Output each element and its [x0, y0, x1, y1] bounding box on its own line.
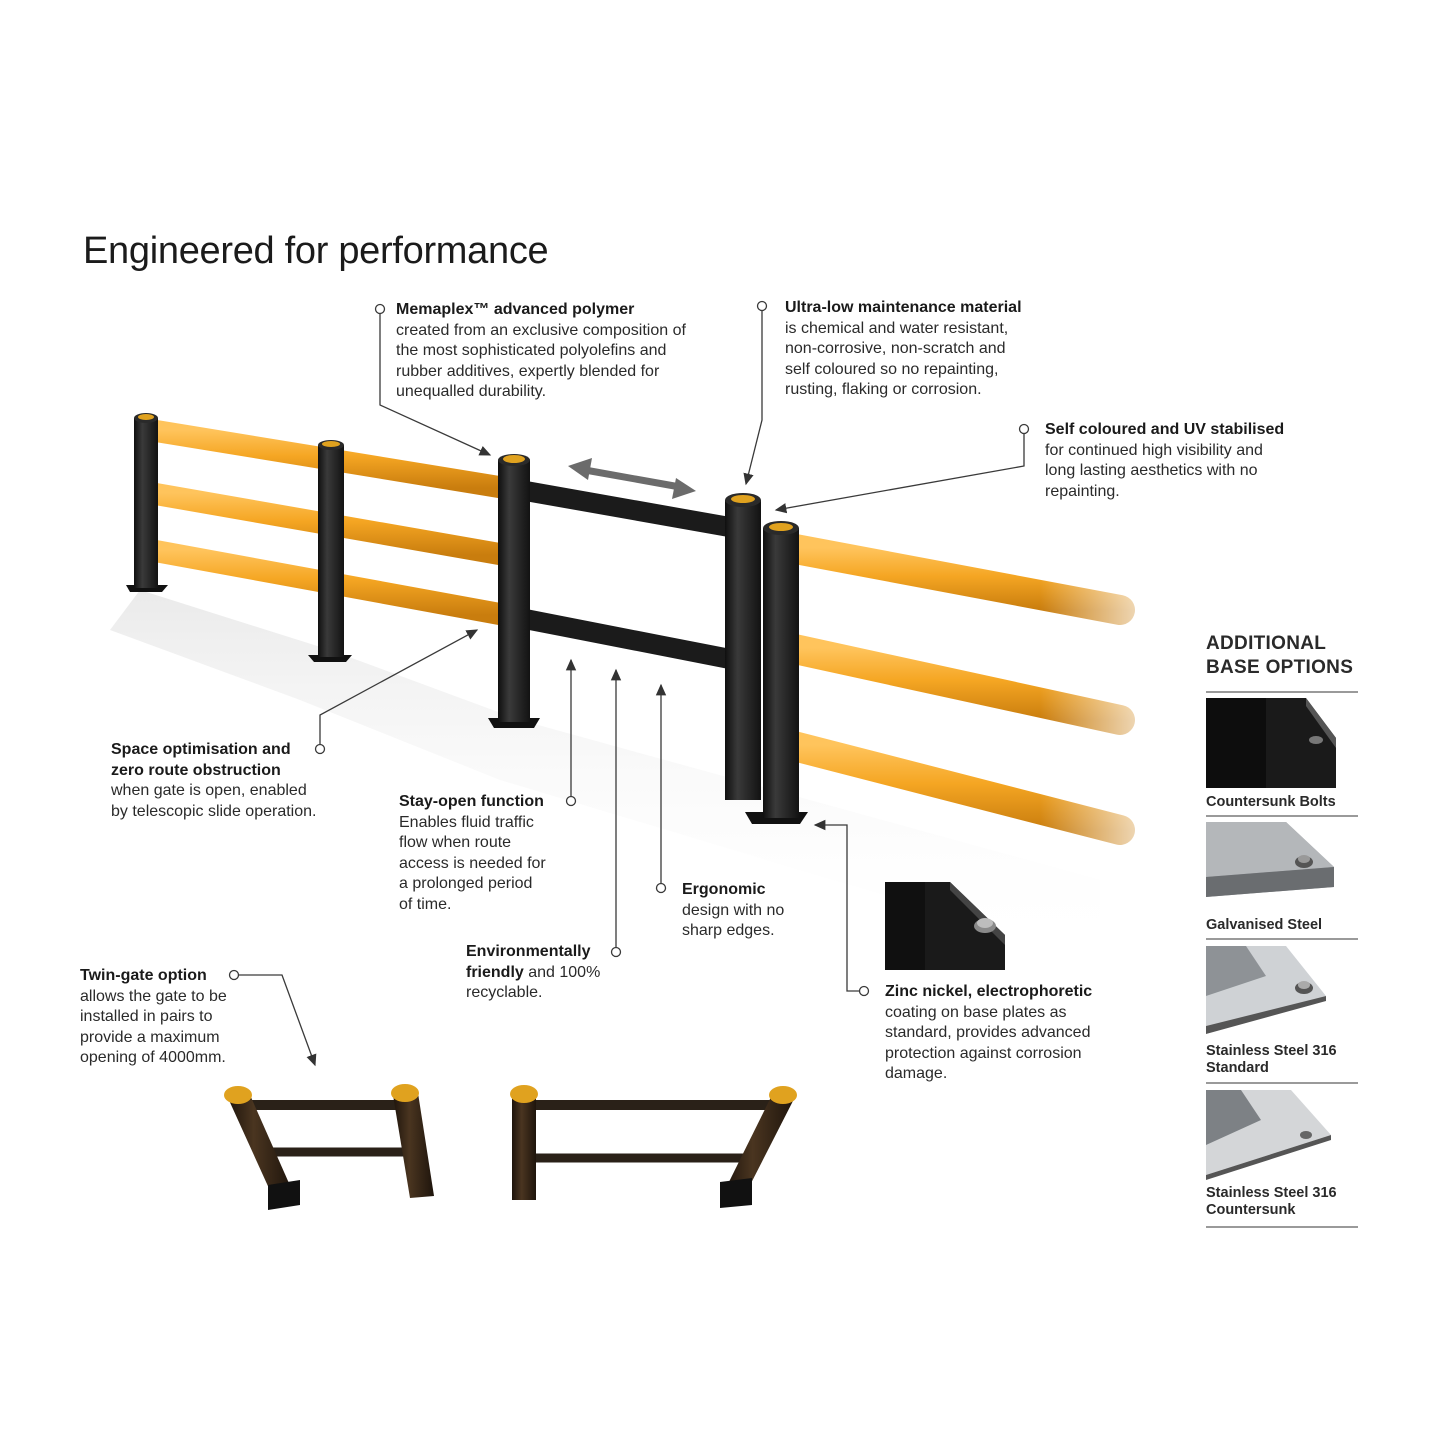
- callout-heading: Twin-gate option: [80, 967, 207, 984]
- divider: [1206, 815, 1358, 817]
- callout-heading: Memaplex™ advanced polymer: [396, 301, 635, 318]
- callout-body: Enables fluid traffic flow when route ac…: [399, 813, 546, 913]
- floor-shadow: [110, 590, 1100, 960]
- base-option-label: Galvanised Steel: [1206, 917, 1323, 933]
- fence-post-2: [308, 440, 352, 662]
- base-option-label: Stainless Steel 316 Countersunk: [1206, 1185, 1337, 1218]
- base-option-label: Stainless Steel 316 Standard: [1206, 1043, 1337, 1076]
- callout-heading: Environmentally friendly: [466, 943, 591, 981]
- callout-body: created from an exclusive composition of…: [396, 321, 686, 401]
- base-options-heading: ADDITIONAL BASE OPTIONS: [1206, 633, 1354, 678]
- callout-environment: Environmentally friendly and 100% recycl…: [466, 942, 600, 1004]
- callout-heading: Ultra-low maintenance material: [785, 299, 1022, 316]
- divider: [1206, 938, 1358, 940]
- callout-maintenance: Ultra-low maintenance material is chemic…: [785, 298, 1022, 401]
- stainless-steel-countersunk-image: [1206, 1090, 1358, 1180]
- divider: [1206, 1226, 1358, 1228]
- callout-uv: Self coloured and UV stabilised for cont…: [1045, 420, 1284, 502]
- callout-heading: Ergonomic: [682, 881, 766, 898]
- callout-stay-open: Stay-open function Enables fluid traffic…: [399, 792, 546, 916]
- countersunk-bolts-image: [1206, 698, 1358, 788]
- callout-heading: Self coloured and UV stabilised: [1045, 421, 1285, 438]
- callout-heading: Stay-open function: [399, 793, 544, 810]
- callout-body: for continued high visibility and long l…: [1045, 441, 1263, 500]
- gate-post-left: [488, 454, 540, 728]
- callout-space: Space optimisation and zero route obstru…: [111, 740, 316, 822]
- page-title: Engineered for performance: [83, 230, 549, 272]
- gate-rails: [510, 480, 745, 670]
- callout-heading-suffix: and 100%: [523, 963, 601, 981]
- stainless-steel-standard-image: [1206, 946, 1358, 1036]
- divider: [1206, 691, 1358, 693]
- callout-zinc: Zinc nickel, electrophoretic coating on …: [885, 982, 1092, 1085]
- callout-body: design with no sharp edges.: [682, 901, 785, 940]
- galvanised-steel-image: [1206, 822, 1358, 912]
- callout-body: coating on base plates as standard, prov…: [885, 1003, 1091, 1083]
- base-option-label: Countersunk Bolts: [1206, 794, 1336, 810]
- callout-ergonomic: Ergonomic design with no sharp edges.: [682, 880, 784, 942]
- callout-body: allows the gate to be installed in pairs…: [80, 987, 227, 1067]
- right-fence-rails: [775, 520, 1180, 880]
- callout-body: when gate is open, enabled by telescopic…: [111, 782, 317, 820]
- divider: [1206, 1082, 1358, 1084]
- fence-post-1: [126, 413, 168, 592]
- zinc-base-plate-image: [885, 882, 1005, 970]
- callout-body: recyclable.: [466, 984, 543, 1002]
- gate-post-right: [725, 493, 761, 800]
- slide-direction-arrow: [568, 458, 696, 499]
- callout-body: is chemical and water resistant, non-cor…: [785, 319, 1009, 399]
- callout-leader-lines: [228, 300, 1030, 1067]
- callout-memaplex: Memaplex™ advanced polymer created from …: [396, 300, 686, 403]
- callout-heading: Space optimisation and zero route obstru…: [111, 741, 291, 779]
- fence-post-gate-side: [745, 521, 808, 824]
- callout-twin-gate: Twin-gate option allows the gate to be i…: [80, 966, 227, 1069]
- twin-gate-illustration: [80, 1084, 920, 1210]
- callout-heading: Zinc nickel, electrophoretic: [885, 983, 1093, 1000]
